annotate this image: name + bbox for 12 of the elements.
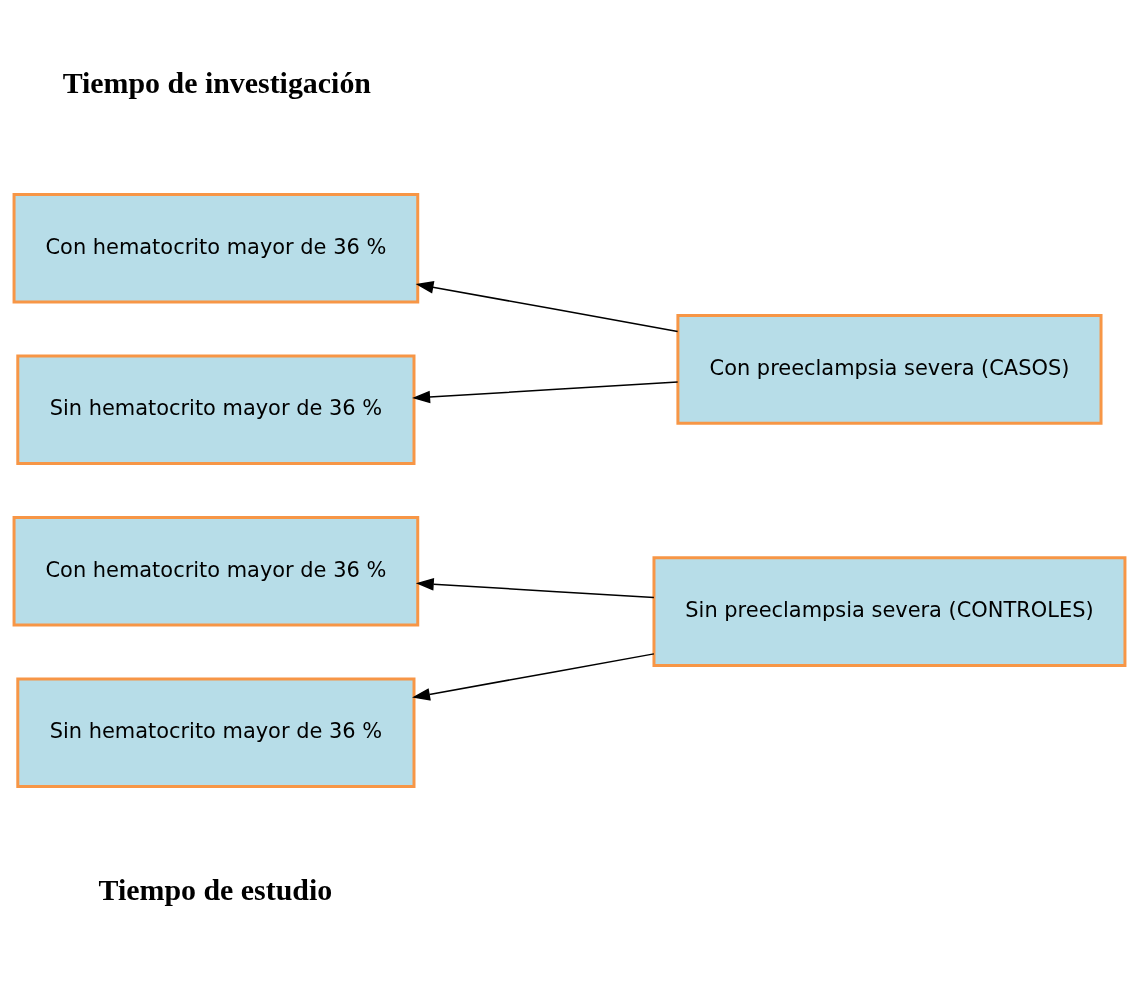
- label: Tiempo de investigación: [62, 65, 371, 99]
- node-box: Con preeclampsia severa (CASOS): [676, 314, 1103, 425]
- arrow: [415, 578, 655, 599]
- arrow: [415, 281, 679, 333]
- arrow: [412, 653, 655, 701]
- arrow: [412, 381, 679, 404]
- node-box: Sin hematocrito mayor de 36 %: [16, 677, 416, 789]
- node-box: Sin preeclampsia severa (CONTROLES): [652, 556, 1127, 667]
- node-box: Sin hematocrito mayor de 36 %: [16, 354, 416, 466]
- node-box: Con hematocrito mayor de 36 %: [12, 192, 420, 304]
- node-box: Con hematocrito mayor de 36 %: [12, 515, 420, 627]
- label: Tiempo de estudio: [98, 873, 333, 907]
